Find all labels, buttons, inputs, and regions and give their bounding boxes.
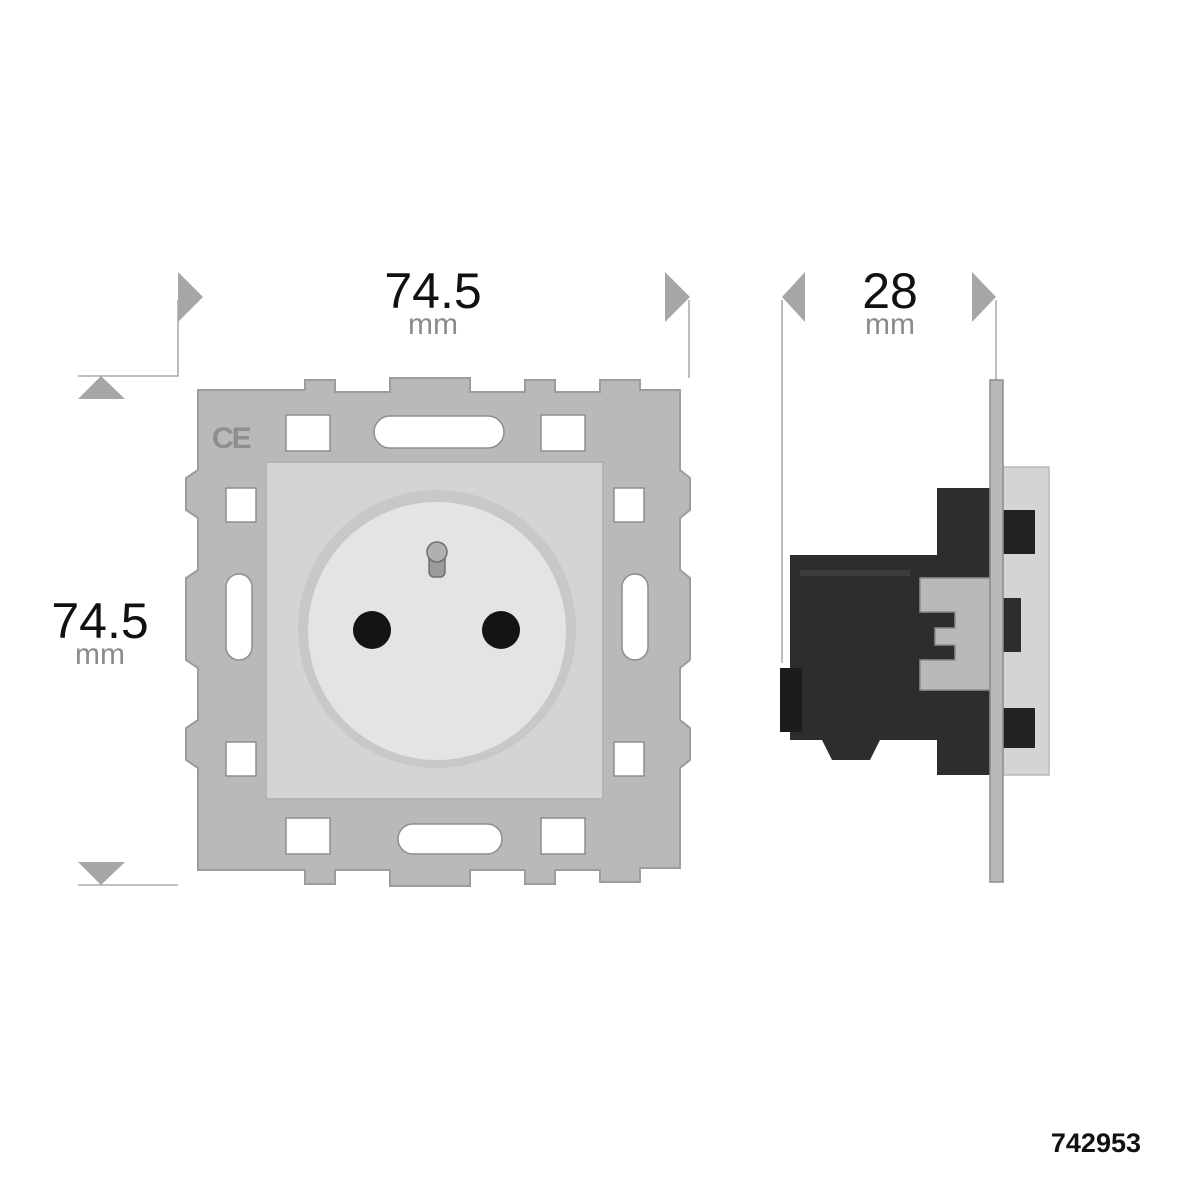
frame-slot — [285, 414, 331, 452]
dimension-arrows — [78, 272, 996, 885]
depth-dimension-value: 28 — [862, 263, 918, 319]
ce-mark: CE — [212, 422, 252, 455]
side-slot-right — [621, 573, 649, 661]
front-view — [185, 377, 691, 887]
height-dimension-unit: mm — [75, 638, 125, 671]
width-dimension-unit: mm — [408, 308, 458, 341]
fixing-claw — [919, 577, 991, 691]
arrow-height-top — [78, 376, 125, 399]
width-dimension-value: 74.5 — [384, 263, 482, 319]
arrow-depth-right — [972, 272, 996, 322]
keyhole-slot-bottom — [397, 823, 503, 855]
arrow-width-left — [178, 272, 203, 322]
arrow-height-bottom — [78, 862, 125, 885]
frame-slot — [540, 414, 586, 452]
body-edge — [800, 570, 910, 576]
frame-edge — [989, 379, 1004, 883]
plate-clip — [1003, 598, 1021, 652]
frame-slot — [285, 817, 331, 855]
earth-pin-head — [426, 541, 448, 563]
socket-hole-right — [482, 611, 520, 649]
cable-gland — [780, 668, 802, 732]
product-code: 742953 — [1050, 1128, 1141, 1158]
arrow-width-right — [665, 272, 690, 322]
height-dimension-value: 74.5 — [51, 593, 149, 649]
plate-clip — [1003, 510, 1035, 554]
leader-top-left — [78, 300, 179, 377]
clip-window — [225, 487, 257, 523]
socket-hole-left — [353, 611, 391, 649]
frame-slot — [540, 817, 586, 855]
side-view — [780, 379, 1050, 883]
clip-window — [225, 741, 257, 777]
plate-clip — [1003, 708, 1035, 748]
clip-window — [613, 487, 645, 523]
depth-dimension-unit: mm — [865, 308, 915, 341]
mechanism-body — [790, 488, 990, 775]
socket-face — [308, 502, 566, 760]
side-slot-left — [225, 573, 253, 661]
extension-lines — [78, 300, 997, 886]
clip-window — [613, 741, 645, 777]
arrow-depth-left — [782, 272, 805, 322]
keyhole-slot-top — [373, 415, 505, 449]
